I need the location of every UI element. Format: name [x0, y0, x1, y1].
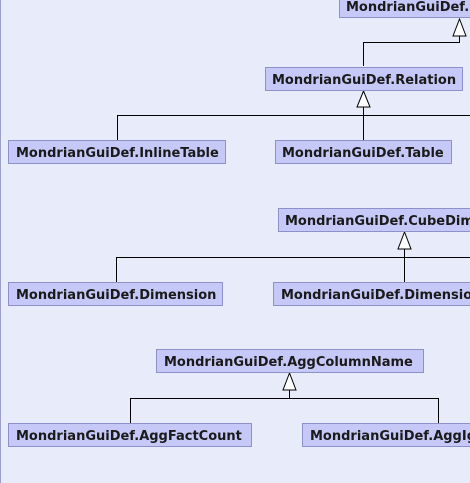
node-agg-fact-count-label: MondrianGuiDef.AggFactCount [16, 429, 242, 444]
node-guidef[interactable]: MondrianGuiDef. [339, 0, 470, 18]
node-agg-ignore-column-label: MondrianGuiDef.AggIg [310, 429, 470, 444]
edge-aggfactcount-to-aggcolumnname [130, 398, 439, 423]
node-agg-column-name-label: MondrianGuiDef.AggColumnName [164, 355, 413, 370]
node-inline-table-label: MondrianGuiDef.InlineTable [16, 146, 219, 161]
node-table[interactable]: MondrianGuiDef.Table [275, 140, 452, 164]
node-cube-dimension-label: MondrianGuiDef.CubeDim [285, 214, 470, 229]
left-border [0, 0, 1, 483]
node-cube-dimension[interactable]: MondrianGuiDef.CubeDim [278, 208, 470, 232]
node-agg-fact-count[interactable]: MondrianGuiDef.AggFactCount [8, 423, 252, 447]
node-dimension-usage[interactable]: MondrianGuiDef.Dimensio [273, 282, 470, 306]
node-table-label: MondrianGuiDef.Table [282, 146, 444, 161]
node-relation[interactable]: MondrianGuiDef.Relation [265, 67, 463, 91]
inherit-arrow-guidef [452, 17, 467, 37]
node-agg-ignore-column[interactable]: MondrianGuiDef.AggIg [302, 423, 470, 447]
node-dimension[interactable]: MondrianGuiDef.Dimension [8, 282, 223, 306]
inherit-arrow-aggcolumnname [282, 371, 297, 391]
inherit-arrow-relation [356, 89, 371, 108]
edge-relation-to-guidef [363, 36, 460, 66]
node-guidef-label: MondrianGuiDef. [346, 0, 469, 15]
node-relation-label: MondrianGuiDef.Relation [272, 73, 456, 88]
edge-inlinetable-to-relation [117, 115, 470, 140]
inherit-arrow-cubedim [397, 230, 412, 250]
node-agg-column-name[interactable]: MondrianGuiDef.AggColumnName [156, 349, 424, 373]
node-dimension-usage-label: MondrianGuiDef.Dimensio [281, 288, 470, 303]
edge-dimension-to-cubedim [116, 257, 470, 282]
node-dimension-label: MondrianGuiDef.Dimension [16, 288, 216, 303]
node-inline-table[interactable]: MondrianGuiDef.InlineTable [8, 140, 226, 164]
